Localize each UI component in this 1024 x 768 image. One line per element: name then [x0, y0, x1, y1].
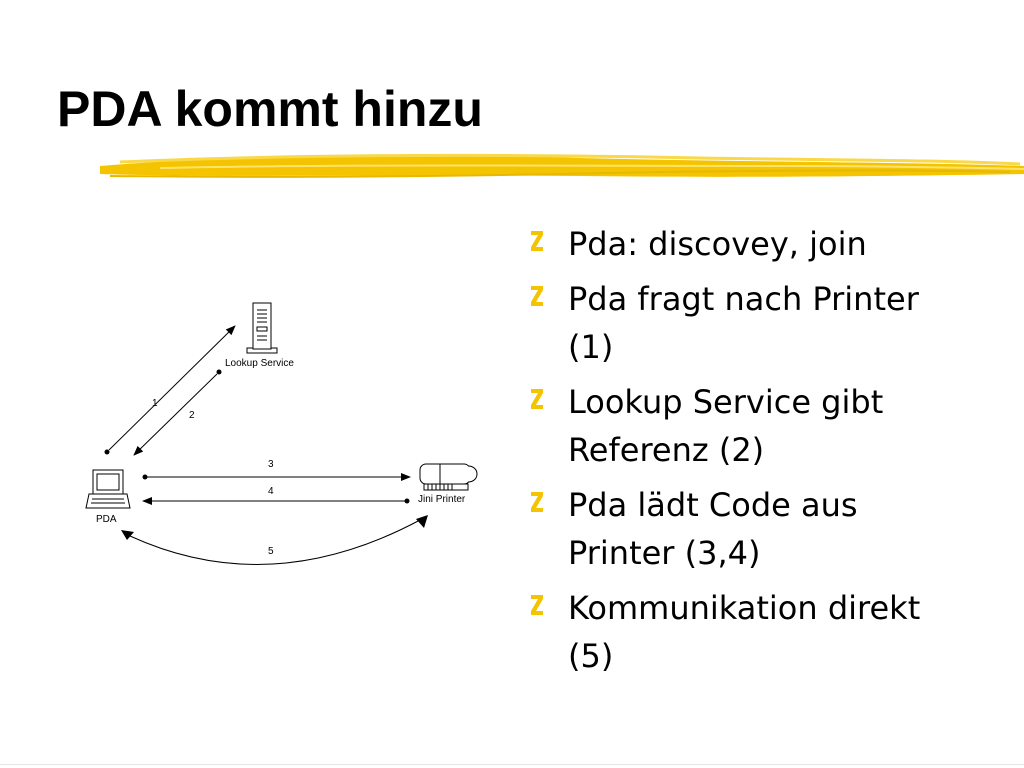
arrow-2-origin: [216, 369, 222, 375]
server-icon: [246, 302, 278, 354]
footer-divider: [0, 764, 1024, 765]
z-bullet-icon: [531, 389, 543, 409]
arrow-3-origin: [142, 474, 148, 480]
z-bullet-icon: [531, 492, 543, 512]
z-bullet-icon: [531, 231, 543, 251]
bullet-text: Pda lädt Code aus Printer (3,4): [568, 486, 858, 572]
bullet-item: Pda fragt nach Printer (1): [530, 275, 970, 371]
laptop-icon: [85, 469, 131, 509]
bullet-text: Lookup Service gibt Referenz (2): [568, 383, 884, 469]
pda-label: PDA: [96, 514, 117, 525]
arrow-2-label: 2: [189, 410, 195, 421]
bullet-text: Pda: discovey, join: [568, 225, 867, 263]
arrow-5-label: 5: [268, 546, 274, 557]
bullet-text: Kommunikation direkt (5): [568, 589, 921, 675]
arrow-5-head-left: [121, 530, 134, 540]
title-underline-brush: [100, 153, 1024, 178]
slide-title: PDA kommt hinzu: [57, 81, 483, 137]
bullet-item: Kommunikation direkt (5): [530, 584, 970, 680]
arrow-5-head-right: [416, 515, 428, 528]
arrow-4-label: 4: [268, 486, 274, 497]
arrow-4-origin: [404, 498, 410, 504]
z-bullet-icon: [531, 286, 543, 306]
bullet-item: Pda: discovey, join: [530, 220, 970, 268]
arrow-3-label: 3: [268, 459, 274, 470]
z-bullet-icon: [531, 595, 543, 615]
arrow-5: [129, 519, 421, 565]
bullet-item: Lookup Service gibt Referenz (2): [530, 378, 970, 474]
bullet-item: Pda lädt Code aus Printer (3,4): [530, 481, 970, 577]
arrow-1-label: 1: [152, 398, 158, 409]
arrow-1: [108, 325, 236, 451]
arrow-1-origin: [104, 449, 110, 455]
jini-diagram: Lookup Service Jini Printer PDA 1 2 3 4: [85, 302, 478, 565]
jini-printer-label: Jini Printer: [418, 494, 466, 505]
arrow-2: [133, 373, 218, 456]
bullet-list: Pda: discovey, join Pda fragt nach Print…: [530, 220, 970, 687]
lookup-service-label: Lookup Service: [225, 358, 294, 369]
bullet-text: Pda fragt nach Printer (1): [568, 280, 919, 366]
printer-icon: [419, 463, 478, 491]
